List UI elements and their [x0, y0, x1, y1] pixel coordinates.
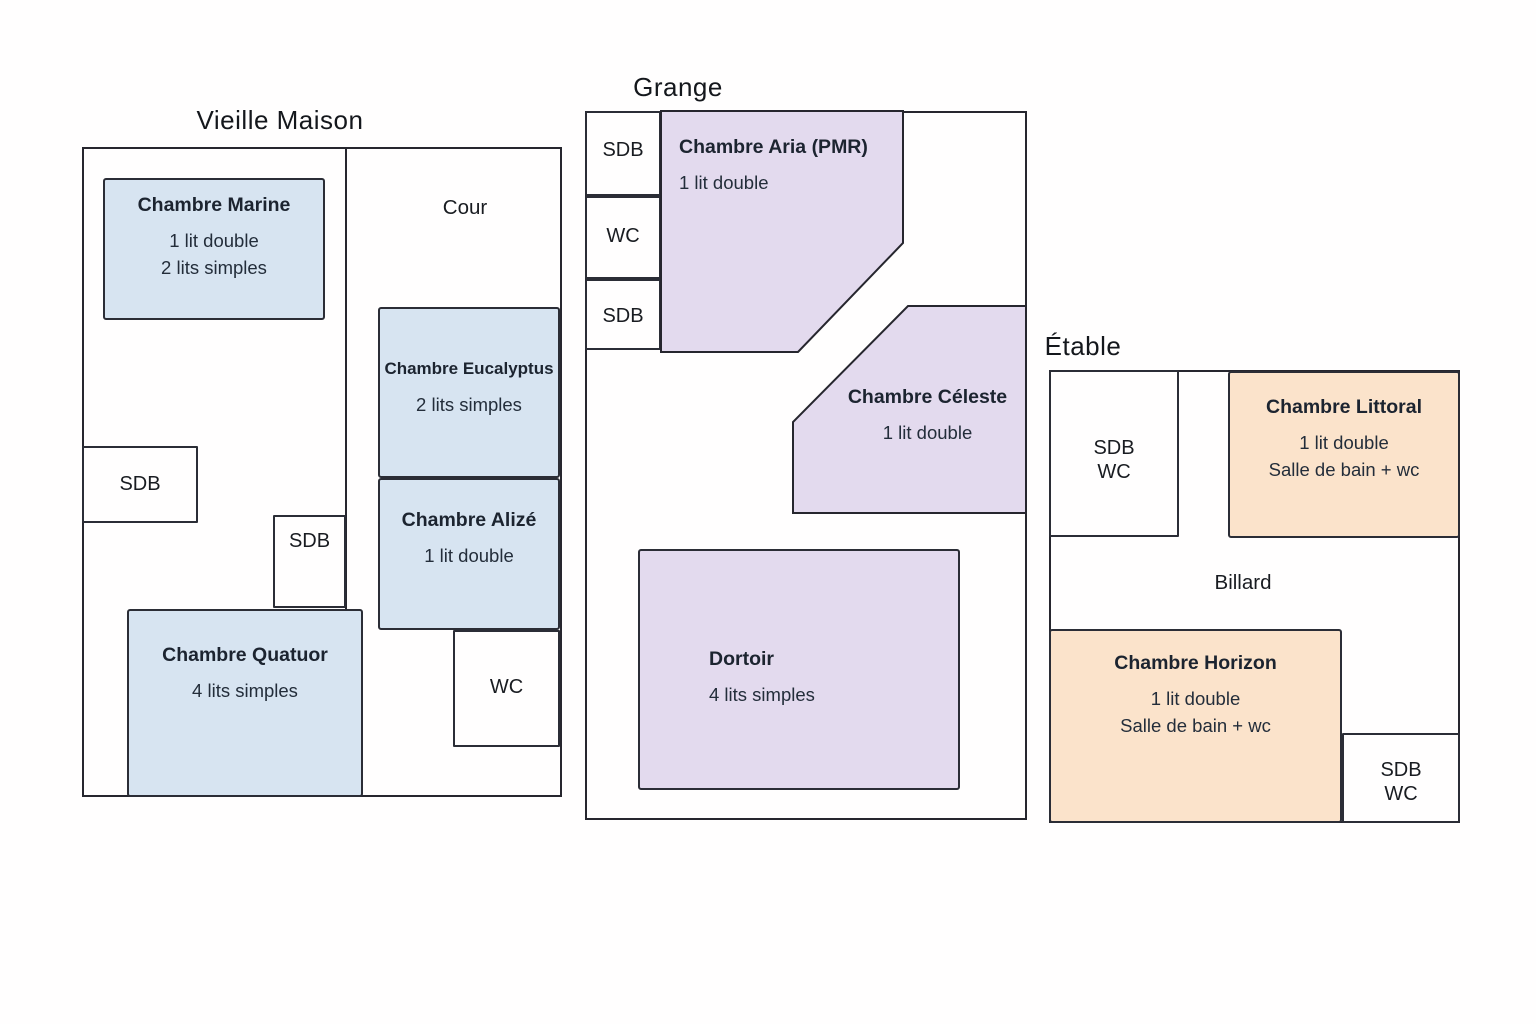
- room-label-block-sdb-haut: SDB: [585, 138, 661, 162]
- room-title: Chambre Quatuor: [162, 644, 328, 666]
- room-label: SDB: [602, 139, 644, 161]
- room-chambre-alize: [378, 478, 560, 630]
- room-label: WC: [1384, 783, 1418, 805]
- room-title: Chambre Aria (PMR): [679, 136, 868, 158]
- building-title-vieille-maison: Vieille Maison: [196, 105, 364, 135]
- room-subtitle: 1 lit double: [679, 172, 769, 193]
- room-label-block-chambre-quatuor: Chambre Quatuor 4 lits simples: [127, 640, 363, 704]
- room-subtitle: Salle de bain + wc: [1268, 459, 1420, 480]
- room-label-block-wc: WC: [585, 224, 661, 248]
- room-sdb-wc-nord: [1049, 370, 1179, 537]
- room-title: Dortoir: [709, 648, 774, 670]
- room-subtitle: 2 lits simples: [416, 394, 522, 415]
- wall-segment: [345, 147, 347, 609]
- room-label: SDB: [288, 530, 331, 552]
- room-sdb-wc-sud: [1342, 733, 1460, 823]
- room-subtitle: 1 lit double: [1299, 432, 1389, 453]
- room-shape-chambre-aria-pmr: [660, 110, 904, 353]
- room-dortoir: [638, 549, 960, 790]
- room-title: Chambre Eucalyptus: [384, 359, 554, 378]
- room-label-block-dortoir: Dortoir 4 lits simples: [638, 644, 1031, 708]
- room-label-block-chambre-eucalyptus: Chambre Eucalyptus 2 lits simples: [378, 354, 560, 418]
- room-subtitle: Salle de bain + wc: [1120, 715, 1271, 736]
- room-label: SDB: [119, 473, 161, 495]
- room-subtitle: 1 lit double: [882, 422, 973, 443]
- room-subtitle: 4 lits simples: [709, 684, 815, 705]
- room-title: Chambre Horizon: [1114, 652, 1277, 674]
- area-label-billard: Billard: [1214, 571, 1272, 594]
- room-label: SDB: [1093, 437, 1135, 459]
- room-subtitle: 2 lits simples: [161, 257, 267, 278]
- room-label-block-sdb-bas: SDB: [585, 304, 661, 328]
- room-sdb-ouest: [82, 446, 198, 523]
- room-label-block-chambre-alize: Chambre Alizé 1 lit double: [378, 505, 560, 569]
- room-sdb-centre: [273, 515, 346, 608]
- room-subtitle: 1 lit double: [424, 545, 514, 566]
- room-wc: [453, 630, 560, 747]
- room-label-block-chambre-aria-pmr: Chambre Aria (PMR) 1 lit double: [661, 132, 921, 196]
- room-subtitle: 4 lits simples: [192, 680, 298, 701]
- room-label: SDB: [602, 305, 644, 327]
- room-chambre-eucalyptus: [378, 307, 560, 478]
- room-label-block-wc: WC: [453, 675, 560, 699]
- building-title-etable: Étable: [1044, 331, 1122, 361]
- room-title: Chambre Marine: [137, 194, 291, 216]
- room-chambre-horizon: [1049, 629, 1342, 823]
- room-title: Chambre Céleste: [847, 386, 1008, 408]
- room-label-block-sdb-ouest: SDB: [82, 472, 198, 496]
- room-title: Chambre Alizé: [401, 509, 537, 531]
- room-subtitle: 1 lit double: [169, 230, 259, 251]
- building-title-grange: Grange: [633, 72, 723, 102]
- room-label-block-chambre-marine: Chambre Marine 1 lit double 2 lits simples: [103, 190, 325, 281]
- room-chambre-quatuor: [127, 609, 363, 797]
- room-label: WC: [489, 676, 524, 698]
- area-label-cour: Cour: [442, 196, 488, 219]
- room-chambre-littoral: [1228, 371, 1460, 538]
- room-label-block-sdb-centre: SDB: [273, 529, 346, 553]
- room-label: WC: [1097, 461, 1131, 483]
- room-chambre-marine: [103, 178, 325, 320]
- room-title: Chambre Littoral: [1265, 396, 1423, 418]
- room-label: SDB: [1380, 759, 1422, 781]
- room-label: WC: [606, 225, 640, 247]
- room-shape-chambre-celeste: [792, 305, 1027, 514]
- room-label-block-chambre-celeste: Chambre Céleste 1 lit double: [811, 382, 1044, 446]
- room-subtitle: 1 lit double: [1150, 688, 1241, 709]
